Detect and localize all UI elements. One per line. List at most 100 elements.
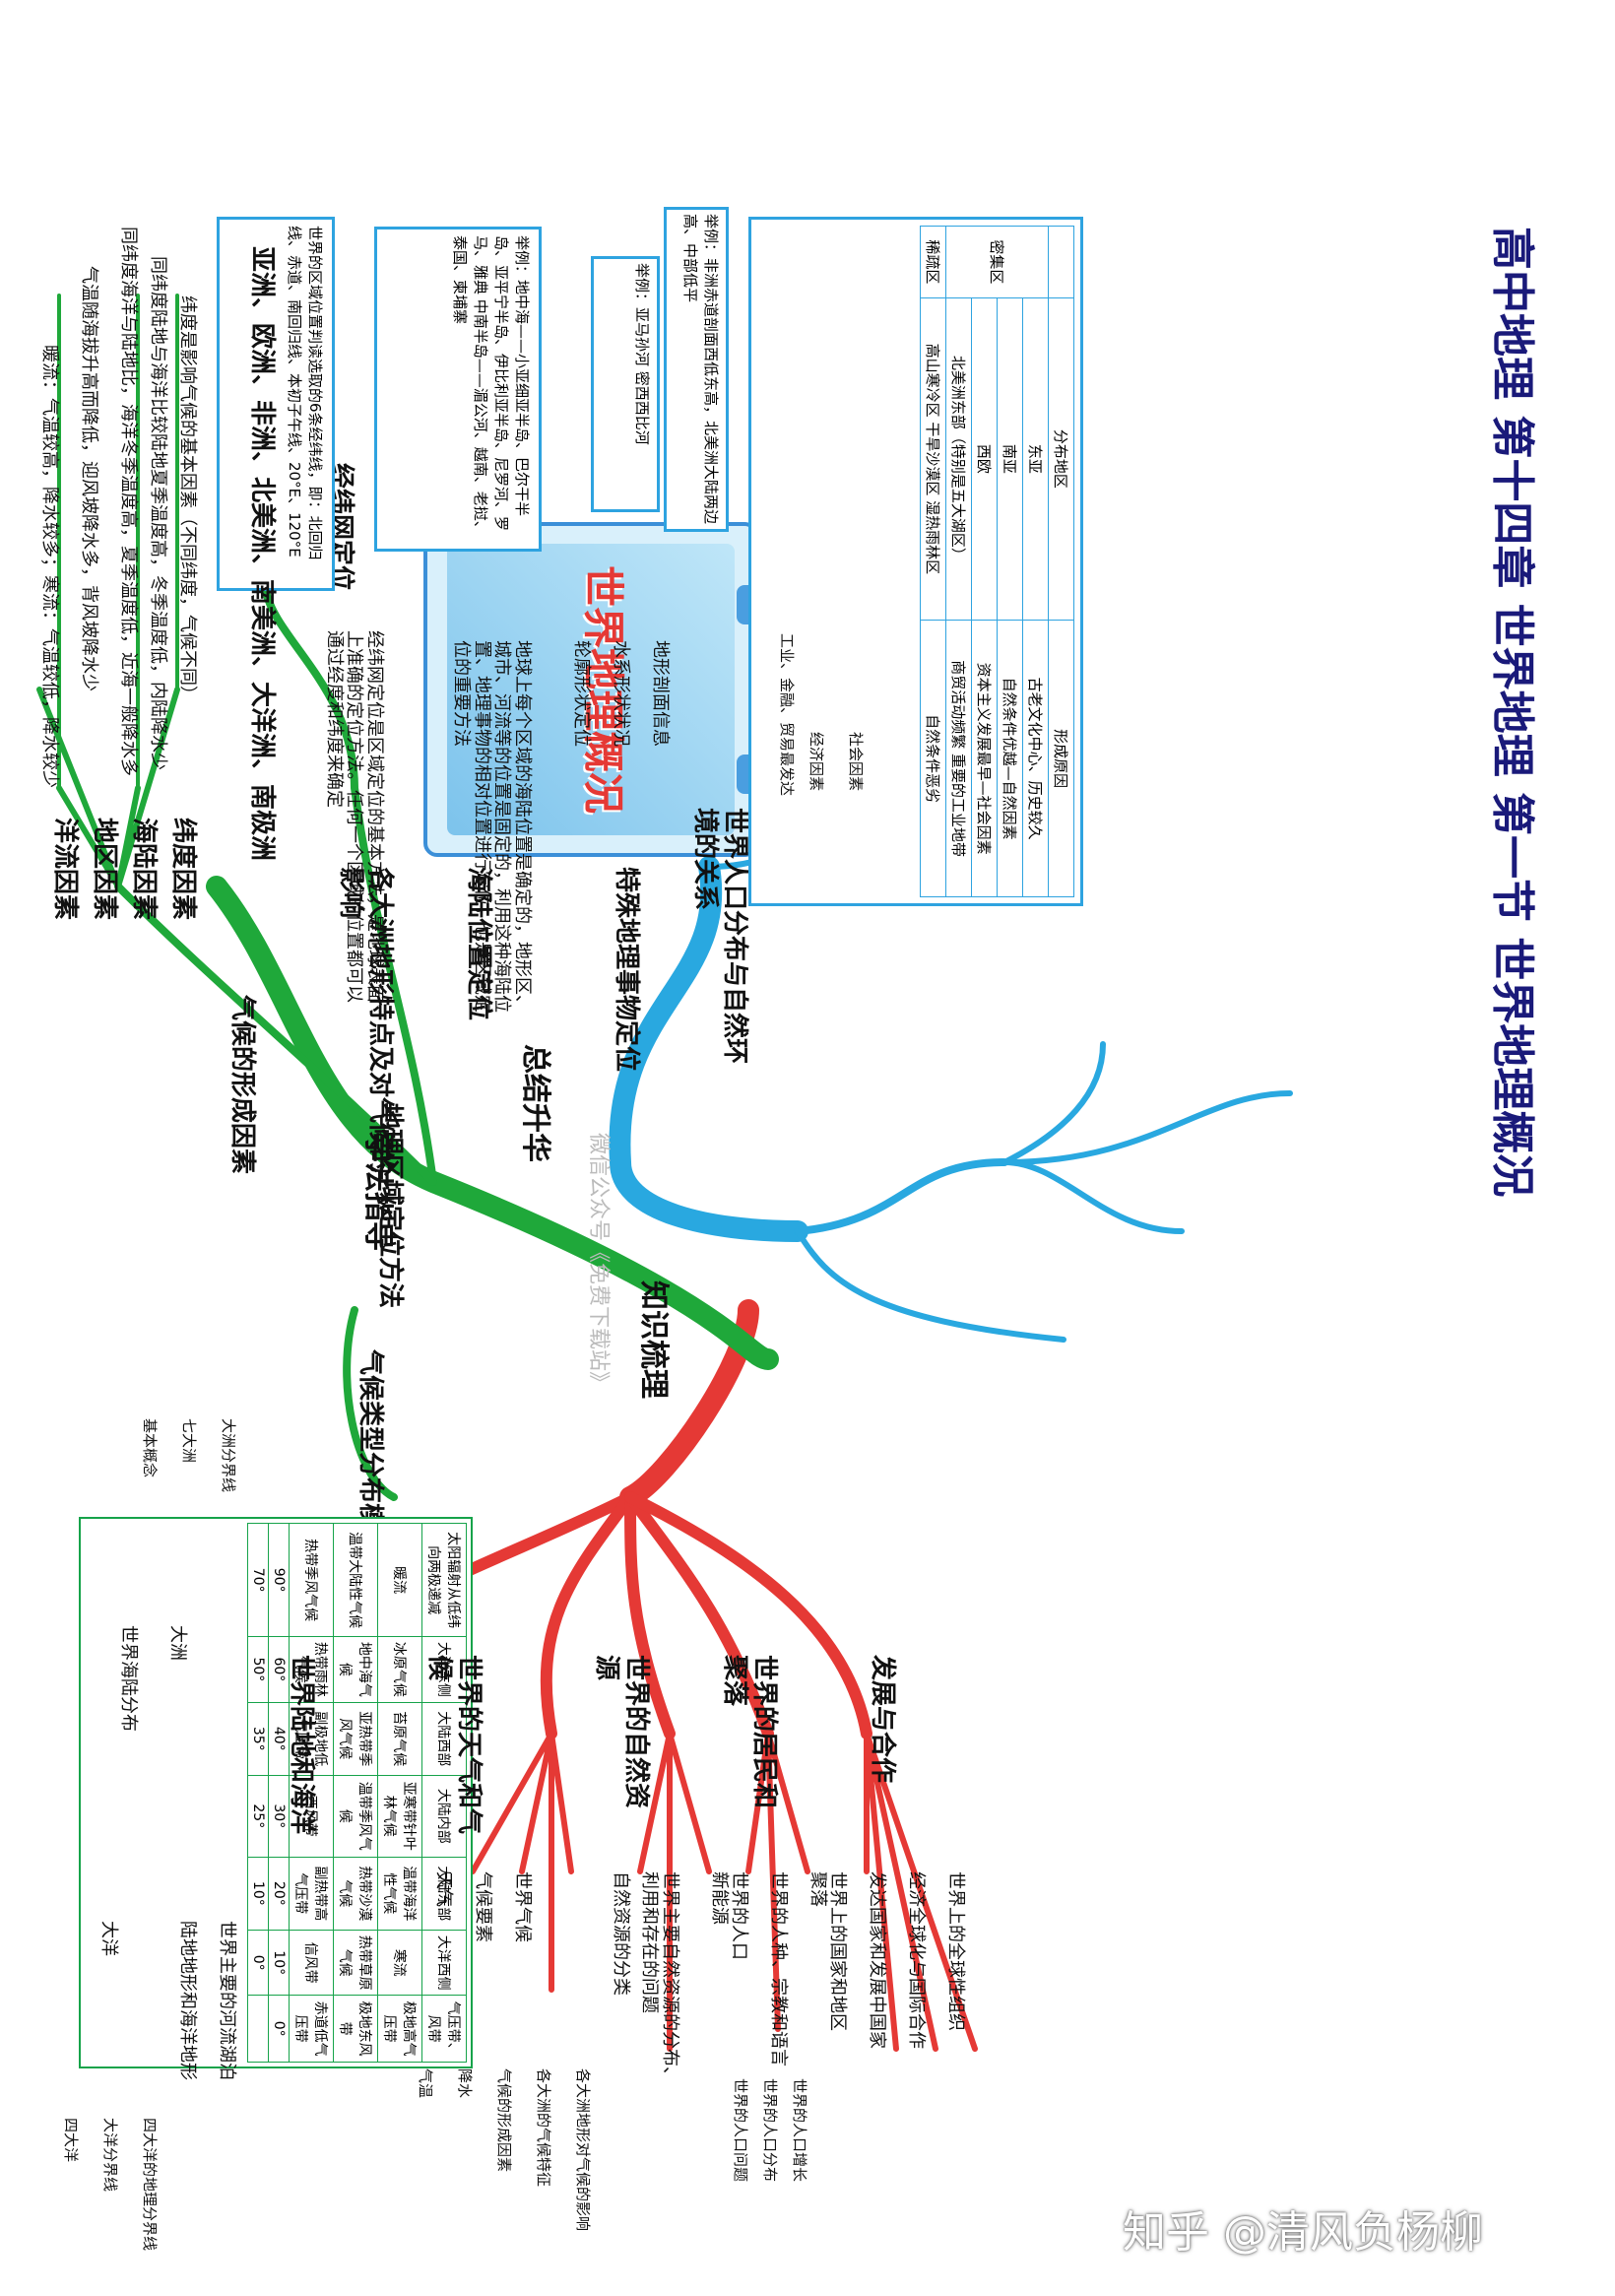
summary-pop-branch <box>1001 1041 1106 1165</box>
feature-item-2: 地形剖面信息 <box>650 640 671 747</box>
method-to-climate <box>114 883 437 1186</box>
feature-label: 特殊地理事物定位 <box>612 867 641 1073</box>
pt-row1-reason: 自然条件优越—自然因素 <box>997 620 1023 897</box>
sealand-example: 举例：地中海——小亚细亚半岛、巴尔干半岛、亚平宁半岛、伊比利亚半岛、尼罗河、罗马… <box>451 235 531 536</box>
pt-row1-region: 南亚 <box>997 297 1023 621</box>
k-ocean-sub0: 四大洋 <box>62 2118 80 2163</box>
factor-note-3: 气温随海拔升高而降低，迎风坡降水多，背风坡降水少 <box>79 266 99 691</box>
continents-list: 亚洲、欧洲、非洲、北美洲、南美洲、大洋洲、南极洲 <box>247 246 277 862</box>
ct-zone1: 苔原气候 <box>377 1702 422 1776</box>
k-pop-item3: 世界的人口问题 <box>732 2078 749 2183</box>
ct-zone4: 温带大陆性气候 <box>333 1523 378 1637</box>
ct-left-label: 太阳辐射从低纬向两极递减 <box>421 1523 467 1637</box>
pt-row3-region: 北美洲东部（特别是五大湖区） <box>945 297 972 621</box>
k-res-item2: 新能源 <box>709 1871 730 1925</box>
sealand-desc: 地球上每个区域的海陆位置是确定的，地形区、城市、河流等的位置是固定的，利用这种海… <box>450 640 533 1013</box>
k-climate-item3: 气温 <box>417 2068 434 2099</box>
ct-lat-left-5: 10° <box>268 1930 290 1996</box>
population-label: 世界人口分布与自然环境的关系 <box>690 808 749 1065</box>
k-ocean-sub1: 大洋分界线 <box>101 2118 119 2193</box>
k-sealand-item2: 大洋 <box>98 1921 119 1956</box>
factor-note-1: 同纬度陆地与海洋比较陆地夏季温度高，冬季温度低，内陆降水少 <box>148 256 168 770</box>
ct-zone7: 温带季风气候 <box>333 1775 378 1858</box>
k-resources-label: 世界的自然资源 <box>592 1655 651 1809</box>
population-leaves <box>745 1731 810 2032</box>
factor-note-2: 同纬度海洋与陆地比，海洋冬季温度高，夏季温度低，近海一般降水多 <box>118 227 139 776</box>
development-leaves <box>864 1731 978 2052</box>
ct-belt5: 信风带 <box>289 1930 334 1996</box>
pt-industry: 工业、金融、贸易最发达 <box>778 633 796 797</box>
pt-header-reason: 形成原因 <box>1048 620 1074 897</box>
ct-lat-left-6: 0° <box>268 1995 290 2063</box>
k-climate-item7: 各大洲地形对气候的影响 <box>574 2068 592 2232</box>
continent-label: 各大洲地形特点及对气候的影响 <box>336 867 395 1175</box>
ct-cold: 寒流 <box>377 1930 422 1996</box>
summary-main-branch <box>609 856 808 1242</box>
k-climate-label: 世界的天气和气候 <box>424 1655 484 1835</box>
factor-0: 纬度因素 <box>168 818 198 921</box>
summary-feature-branch <box>795 1228 1066 1343</box>
page-title: 高中地理 第十四章 世界地理 第一节 世界地理概况 <box>1487 227 1537 1198</box>
pt-header-region: 分布地区 <box>1048 297 1074 621</box>
k-sealand-item3: 陆地地形和海洋地形 <box>177 1921 198 2080</box>
feature-ex2-box: 举例：非洲赤道剖面西低东高，北美洲大陆两边高、中部低平 <box>664 207 729 532</box>
knowledge-to-climate <box>540 1491 636 1739</box>
ct-zone2: 亚寒带针叶林气候 <box>377 1775 422 1858</box>
factor-2: 地区因素 <box>90 818 119 921</box>
k-dev-item3: 世界上的全球性组织 <box>945 1871 966 2031</box>
k-dev-item0: 世界上的国家和地区 <box>827 1871 848 2031</box>
ct-belt6: 赤道低气压带 <box>289 1995 334 2063</box>
feature-item-1: 水系形状状况 <box>611 640 631 747</box>
feature-ex1: 举例：亚马孙河 密西西比河 <box>633 263 651 445</box>
k-cont-sub0: 基本概念 <box>141 1418 159 1478</box>
k-cont-sub2: 大洲分界线 <box>220 1418 237 1493</box>
method-to-pattern <box>343 1306 398 1501</box>
ct-lat-right-5: 0° <box>247 1930 269 1996</box>
pt-sparse-label: 稀疏区 <box>920 226 946 298</box>
k-res-item0: 自然资源的分类 <box>611 1871 631 1996</box>
sealand-example-box: 举例：地中海——小亚细亚半岛、巴尔干半岛、亚平宁半岛、伊比利亚半岛、尼罗河、罗马… <box>374 227 542 552</box>
k-pop-item0: 世界的人口 <box>729 1871 749 1960</box>
pt-row0-region: 东亚 <box>1022 297 1049 621</box>
ct-lat-left-0: 90° <box>268 1523 290 1637</box>
credit-badge: 知乎 @清风负杨柳 <box>1123 2207 1483 2258</box>
grid-note: 世界的区域位置判读选取的6条经纬线，即：北回归线、赤道、南回归线、本初子午线、2… <box>286 226 324 560</box>
factor-1: 海陆因素 <box>129 818 159 921</box>
factor-note-4: 暖流：气温较高，降水较多；寒流：气温较低，降水较少 <box>39 345 60 788</box>
pt-economic: 经济因素 <box>808 732 825 792</box>
ct-zone10: 热带季风气候 <box>289 1523 334 1637</box>
ct-zone0: 冰原气候 <box>377 1636 422 1703</box>
k-pop-item2: 聚落 <box>808 1871 828 1907</box>
resource-leaves <box>637 1731 712 2052</box>
k-dev-item1: 发达国家和发展中国家 <box>867 1871 887 2049</box>
ct-empty <box>247 1995 269 2063</box>
ct-zone5: 地中海气候 <box>333 1636 378 1703</box>
k-pop-item5: 世界的人口增长 <box>791 2078 808 2183</box>
pt-row0-reason: 古老文化中心、历史较久 <box>1022 620 1049 897</box>
method-to-continent <box>262 587 437 1186</box>
k-climate-item4: 降水 <box>456 2068 474 2099</box>
pt-row4-region: 高山寒冷区 干旱沙漠区 湿热雨林区 <box>920 297 946 621</box>
k-pop-item4: 世界的人口分布 <box>761 2078 779 2183</box>
k-climate-item6: 各大洲的气候特征 <box>535 2068 552 2188</box>
summary-sub-branch <box>794 1158 1008 1235</box>
pt-row4-reason: 自然条件恶劣 <box>920 620 946 897</box>
ct-belt1: 极地东风带 <box>333 1995 378 2063</box>
knowledge-to-development <box>624 1491 872 1739</box>
k-ocean-sub2: 四大洋的地理分界线 <box>141 2118 159 2252</box>
ct-zone9: 热带草原气候 <box>333 1930 378 1996</box>
k-climate-item2: 世界气候 <box>512 1871 533 1942</box>
k-development-label: 发展与合作 <box>868 1655 897 1784</box>
k-sealand-item4: 世界主要的河流湖泊 <box>217 1921 237 2080</box>
k-sealand-item1: 大洲 <box>167 1625 188 1661</box>
ct-zone3: 温带海洋性气候 <box>377 1857 422 1931</box>
ct-lat-right-3: 25° <box>247 1775 269 1858</box>
k-population-label: 世界的居民和聚落 <box>720 1655 779 1809</box>
factor-3: 洋流因素 <box>50 818 80 921</box>
climate-factor-label: 气候的形成因素 <box>227 995 257 1175</box>
k-pop-item1: 世界的人种、宗教和语言 <box>768 1871 789 2066</box>
feature-item-0: 轮廓形状定位 <box>571 640 592 747</box>
ct-lat-right-4: 10° <box>247 1857 269 1931</box>
pt-social: 社会因素 <box>847 732 865 792</box>
